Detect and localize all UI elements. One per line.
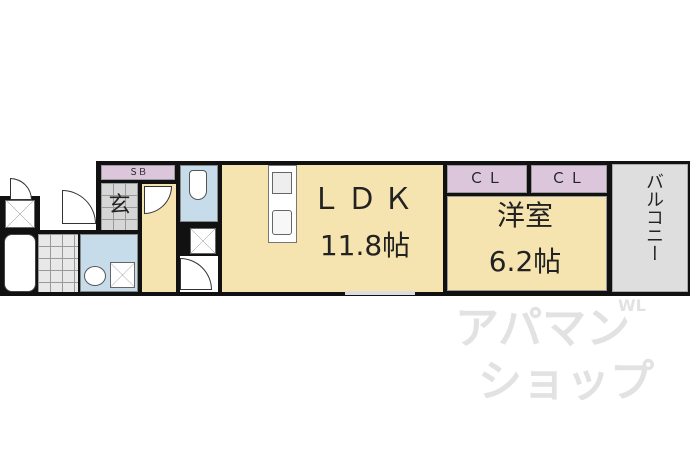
closet-1: ＣＬ bbox=[447, 165, 527, 193]
stove-icon bbox=[272, 172, 292, 194]
entrance-door bbox=[62, 190, 96, 224]
shoe-storage: ＳＢ bbox=[101, 165, 175, 180]
toilet-icon bbox=[189, 170, 207, 200]
western-room-label: 洋室 bbox=[496, 199, 553, 232]
ldk-window bbox=[345, 291, 415, 295]
washing-machine-space bbox=[110, 262, 135, 288]
closet-2: ＣＬ bbox=[531, 165, 607, 193]
utility-space bbox=[190, 228, 216, 254]
entrance: 玄 bbox=[101, 183, 138, 230]
shower-door bbox=[10, 178, 32, 200]
ldk-size: 11.8帖 bbox=[319, 229, 411, 262]
western-room bbox=[447, 196, 607, 291]
balcony-label: バルコニー bbox=[643, 172, 664, 262]
watermark-line1: アパマン bbox=[455, 303, 631, 354]
watermark-tag: WL bbox=[618, 296, 646, 315]
western-room-size: 6.2帖 bbox=[488, 245, 562, 278]
shower-unit bbox=[5, 200, 35, 228]
balcony bbox=[612, 164, 688, 292]
ldk-label: ＬＤＫ bbox=[311, 182, 419, 217]
kitchen-sink-icon bbox=[272, 210, 292, 235]
bath-floor bbox=[38, 234, 78, 292]
watermark-line2: ショップ bbox=[478, 356, 654, 407]
bathroom bbox=[4, 234, 36, 292]
ldk-room bbox=[222, 165, 443, 292]
sink bbox=[84, 266, 106, 286]
